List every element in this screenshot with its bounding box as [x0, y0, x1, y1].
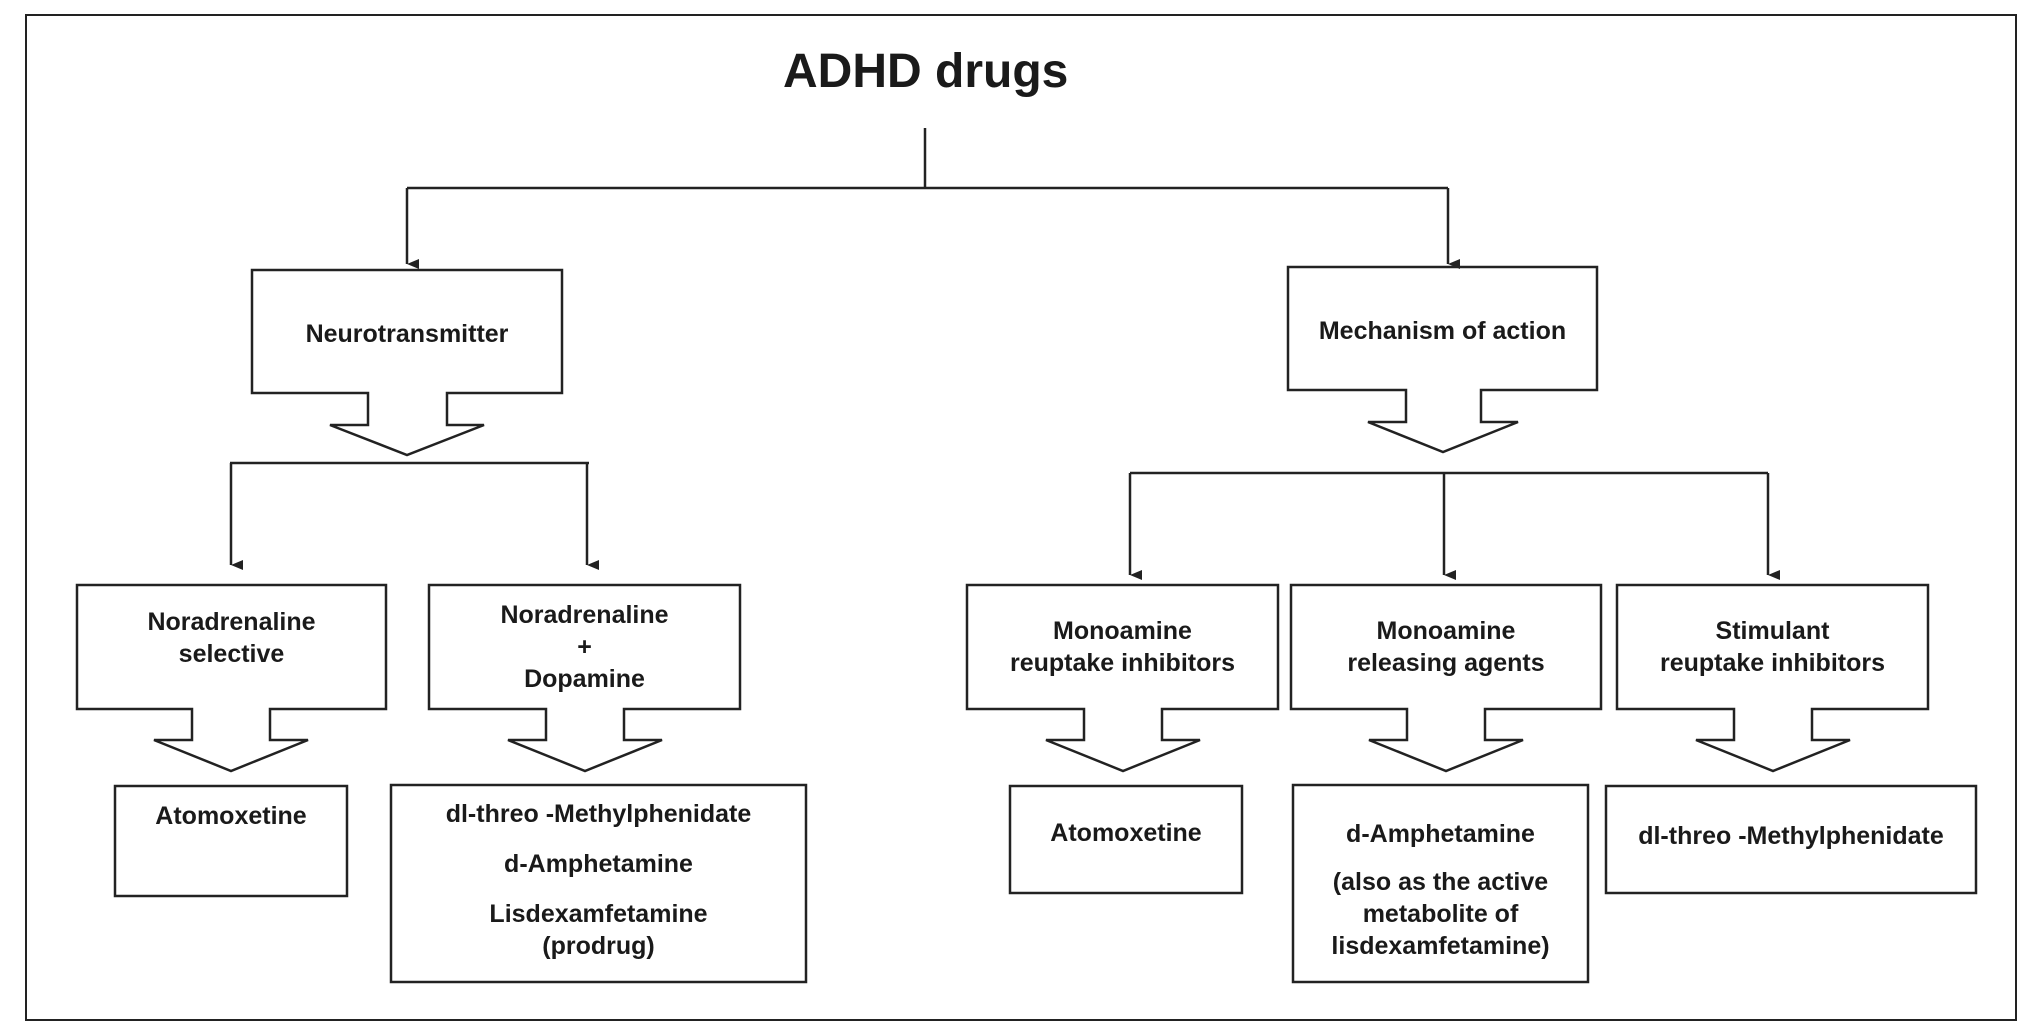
stimulant-label: Stimulant reuptake inhibitors	[1659, 617, 1886, 677]
selective-box-shape	[75, 583, 388, 773]
reuptake-box-shape	[965, 583, 1280, 773]
stimulant-box-shape	[1615, 583, 1930, 773]
combined-drug-list: dl-threo -Methylphenidate d-Amphetamine …	[391, 798, 806, 968]
drug-item: d-Amphetamine	[504, 850, 693, 878]
selective-node: Noradrenaline selective	[77, 594, 386, 682]
releasing-drug-box	[1291, 783, 1590, 984]
selective-drug-box	[113, 784, 349, 898]
drug-item: d-Amphetamine	[1346, 820, 1535, 848]
releasing-drug-list: d-Amphetamine (also as the active metabo…	[1293, 818, 1588, 978]
neurotransmitter-box-shape	[250, 268, 564, 457]
neurotransmitter-node: Neurotransmitter	[252, 290, 562, 378]
drug-item: Lisdexamfetamine (prodrug)	[489, 900, 708, 960]
drug-item: dl-threo -Methylphenidate	[1638, 822, 1944, 850]
drug-item: (also as the active metabolite of lisdex…	[1331, 868, 1550, 960]
diagram-title: ADHD drugs	[783, 45, 1069, 98]
selective-drug-list: Atomoxetine	[115, 796, 347, 836]
drug-item: dl-threo -Methylphenidate	[445, 800, 752, 828]
drug-item: Atomoxetine	[155, 802, 307, 830]
combined-box-shape	[427, 583, 742, 773]
releasing-label: Monoamine releasing agents	[1347, 617, 1545, 677]
combined-drug-box	[389, 783, 808, 984]
mechanism-box-shape	[1286, 265, 1599, 454]
reuptake-drug-box	[1008, 784, 1244, 895]
reuptake-drug-list: Atomoxetine	[1010, 813, 1242, 853]
stimulant-drug-list: dl-threo -Methylphenidate	[1606, 816, 1976, 856]
reuptake-node: Monoamine reuptake inhibitors	[967, 603, 1278, 691]
mechanism-label: Mechanism of action	[1318, 317, 1567, 345]
neurotransmitter-label: Neurotransmitter	[305, 320, 509, 348]
releasing-node: Monoamine releasing agents	[1291, 603, 1601, 691]
combined-label: Noradrenaline + Dopamine	[500, 601, 669, 693]
reuptake-label: Monoamine reuptake inhibitors	[1009, 617, 1236, 677]
releasing-box-shape	[1289, 583, 1603, 773]
diagram-frame	[25, 14, 2017, 1021]
mechanism-node: Mechanism of action	[1288, 287, 1597, 375]
combined-node: Noradrenaline + Dopamine	[429, 592, 740, 702]
stimulant-node: Stimulant reuptake inhibitors	[1617, 603, 1928, 691]
drug-item: Atomoxetine	[1050, 819, 1202, 847]
selective-label: Noradrenaline selective	[147, 608, 316, 668]
stimulant-drug-box	[1604, 784, 1978, 895]
